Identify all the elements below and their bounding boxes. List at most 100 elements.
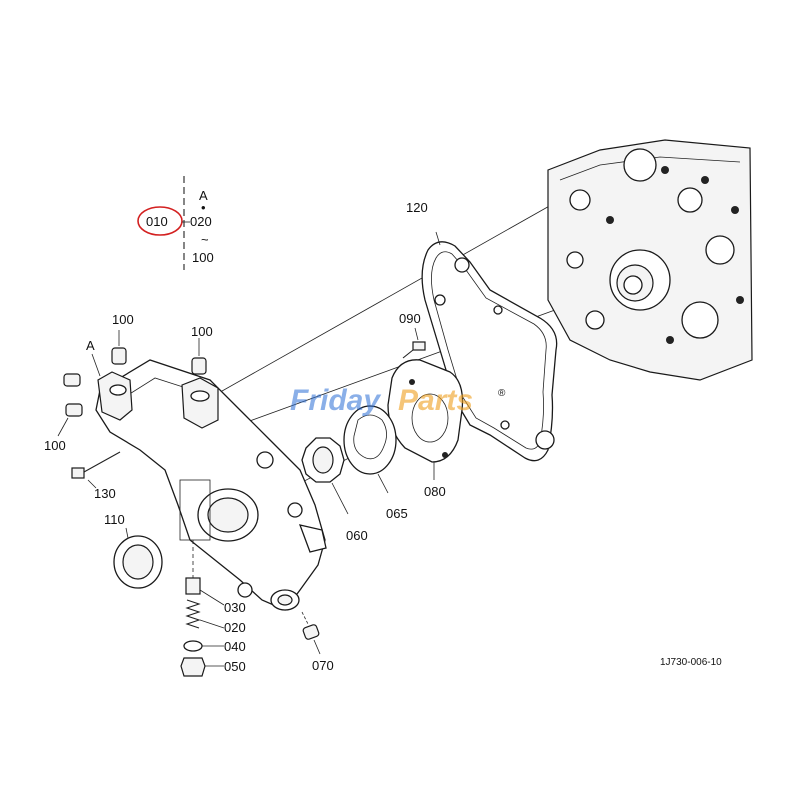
gasket-hole	[434, 294, 446, 306]
legend-tilde: ~	[201, 232, 209, 247]
label-060: 060	[346, 528, 368, 543]
seal-inner	[122, 544, 154, 580]
engine-boss	[585, 310, 605, 330]
plug-100	[111, 347, 127, 365]
bolt-hole	[666, 336, 674, 344]
leader-line	[87, 479, 97, 489]
screw-shank	[402, 349, 414, 359]
bolt-hole	[409, 379, 415, 385]
leader-line	[414, 327, 419, 341]
legend-dot: •	[201, 200, 206, 215]
legend: A • 010 020 ~ 100	[137, 176, 214, 270]
label-120: 120	[406, 200, 428, 215]
label-070: 070	[312, 658, 334, 673]
leader-line	[91, 353, 101, 377]
leader-line	[435, 231, 441, 246]
legend-range-end: 100	[192, 250, 214, 265]
label-065: 065	[386, 506, 408, 521]
engine-block	[547, 139, 753, 381]
boss-bore	[190, 390, 210, 402]
outer-rotor-lobes	[353, 414, 387, 460]
housing-boss-right	[181, 377, 219, 429]
guide-line-upper	[214, 199, 561, 396]
axis-line	[301, 611, 309, 625]
watermark: Friday Parts ®	[290, 384, 506, 417]
engine-boss	[623, 148, 657, 182]
plug-100	[65, 403, 83, 417]
leader-line	[125, 527, 129, 539]
plug-070: 070	[301, 611, 334, 673]
boss-bore	[109, 384, 127, 396]
washer-040	[183, 640, 203, 652]
watermark-text-part2: Parts	[398, 384, 473, 417]
plugs-100: 100 100 100 A	[44, 312, 213, 453]
bolt-hole	[731, 206, 739, 214]
plug-100	[191, 357, 207, 375]
screw-head	[412, 341, 426, 351]
oil-seal-110: 110	[104, 512, 163, 589]
front-cover-housing	[95, 359, 327, 611]
screw-090: 090	[399, 311, 426, 359]
engine-boss	[677, 187, 703, 213]
leader-line	[313, 639, 321, 655]
label-110: 110	[104, 512, 125, 527]
leader-line	[199, 589, 225, 606]
watermark-text-part1: Friday	[290, 384, 381, 417]
crankshaft-hub	[623, 275, 643, 295]
oil-passage	[179, 479, 211, 541]
bolt-shank	[83, 451, 121, 473]
housing-boss	[237, 582, 253, 598]
watermark-reg-mark: ®	[498, 388, 506, 399]
label-130: 130	[94, 486, 116, 501]
diagram-code: 1J730-006-10	[660, 657, 722, 668]
label-020: 020	[224, 620, 246, 635]
engine-boss	[681, 301, 719, 339]
bolt-head	[71, 467, 85, 479]
pump-cover-recess	[411, 393, 449, 443]
engine-boss	[566, 251, 584, 269]
spring-020	[185, 599, 201, 629]
housing-spout	[298, 524, 327, 553]
label-100-left: 100	[44, 438, 66, 453]
legend-ref-mark: A	[199, 188, 208, 203]
red-circle-marker	[137, 206, 183, 236]
seal-bore-inner	[207, 497, 249, 533]
outer-rotor-065: 065	[343, 405, 408, 521]
plug-100	[63, 373, 81, 387]
engine-boss	[705, 235, 735, 265]
label-080: 080	[424, 484, 446, 499]
plug-070-body	[302, 624, 320, 640]
leader-line	[377, 473, 389, 494]
engine-boss	[569, 189, 591, 211]
bolt-hole	[661, 166, 669, 174]
label-090: 090	[399, 311, 421, 326]
relief-valve-stack: 030 020 040 050	[180, 540, 246, 677]
housing-boss-left	[97, 371, 133, 421]
leader-line	[57, 417, 69, 437]
pump-cover-080: 080	[387, 359, 464, 499]
bolt-hole	[736, 296, 744, 304]
plug-050	[180, 657, 206, 677]
label-100-top-left: 100	[112, 312, 134, 327]
gasket-hole	[454, 257, 470, 273]
housing-boss	[256, 451, 274, 469]
label-030: 030	[224, 600, 246, 615]
housing-boss	[287, 502, 303, 518]
gasket-120: 120	[406, 200, 558, 462]
label-040: 040	[224, 639, 246, 654]
label-050: 050	[224, 659, 246, 674]
legend-circled-part: 010	[146, 214, 168, 229]
bolt-hole	[701, 176, 709, 184]
leader-line	[331, 482, 349, 515]
gasket-inner	[431, 251, 547, 450]
inner-rotor-060: 060	[301, 437, 368, 543]
housing-nozzle-bore	[277, 594, 293, 606]
gasket-hole	[493, 305, 503, 315]
leader-line	[199, 619, 225, 629]
inner-rotor-hub	[312, 446, 334, 474]
bolt-130: 130	[71, 451, 121, 501]
bolt-hole	[442, 452, 448, 458]
gasket-hole	[535, 430, 555, 450]
